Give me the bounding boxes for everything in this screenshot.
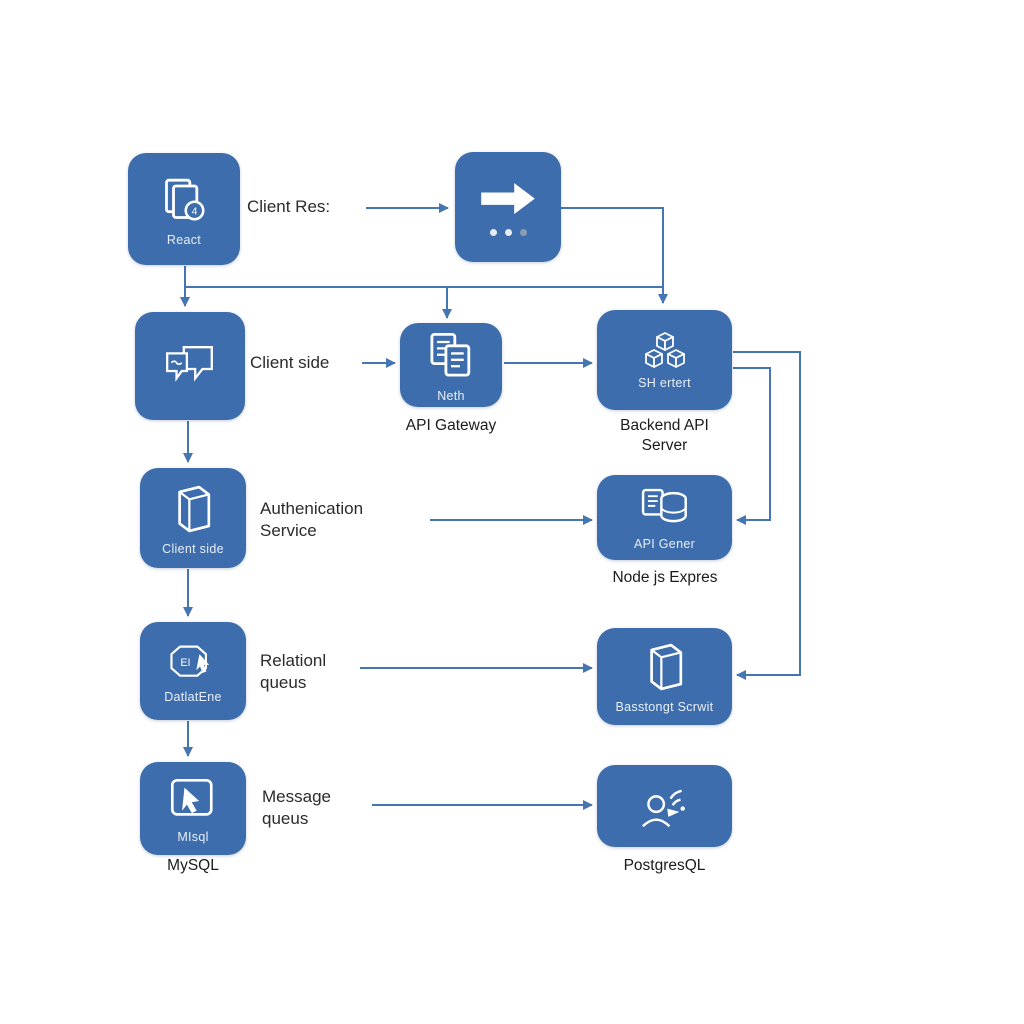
label-line: Client Res: <box>247 197 331 216</box>
label-line: Node js Expres <box>612 569 718 586</box>
node-label: React <box>166 232 202 247</box>
api-gateway-node: Neth <box>400 323 502 407</box>
chat-icon <box>162 342 218 390</box>
arrow-right-icon <box>475 178 541 219</box>
node-label: API Gener <box>633 537 696 552</box>
node-express-caption: Node js Expres <box>590 568 740 588</box>
postgres-node <box>597 765 732 847</box>
node-label: Client side <box>162 541 224 556</box>
auth-service-node: Client side <box>140 468 246 568</box>
database-node: EI DatlatEne <box>140 622 246 720</box>
db-docs-icon <box>637 484 693 533</box>
svg-text:4: 4 <box>192 205 198 217</box>
pointer-icon <box>165 773 221 824</box>
edge-nav-to-backend <box>561 207 668 304</box>
relational-queue-label: Relationl queus <box>260 650 326 694</box>
label-line: MySQL <box>167 857 219 874</box>
book-icon <box>637 639 693 695</box>
node-label: Neth <box>437 388 465 403</box>
backend-api-caption: Backend API Server <box>597 416 732 456</box>
stack-icon: 4 <box>156 172 212 228</box>
label-line: queus <box>262 809 309 829</box>
node-label: Basstongt Scrwit <box>615 700 714 714</box>
person-wifi-icon <box>634 782 696 831</box>
backend-api-node: SH ertert <box>597 310 732 410</box>
client-side-label: Client side <box>250 352 329 374</box>
label-line: Server <box>641 437 688 455</box>
message-queue-label: Message queus <box>262 786 331 830</box>
label-line: Backend API <box>620 417 709 434</box>
label-line: PostgresQL <box>623 857 706 874</box>
chat-node <box>135 312 245 420</box>
label-line: Authenication <box>260 499 364 518</box>
edge-backend-to-node-express <box>733 367 771 525</box>
label-line: Relationl <box>260 651 327 670</box>
node-label: DatlatEne <box>164 690 222 705</box>
node-express-node: API Gener <box>597 475 732 560</box>
nav-arrow-node <box>455 152 561 262</box>
mysql-caption: MySQL <box>140 856 246 876</box>
label-line: Client side <box>250 353 330 372</box>
label-line: API Gateway <box>405 417 497 434</box>
hex-icon: EI <box>165 638 221 685</box>
node-label: SH ertert <box>638 375 691 390</box>
edge-backend-to-storage <box>733 351 801 680</box>
client-res-label: Client Res: <box>247 196 330 218</box>
svg-text:EI: EI <box>180 657 190 669</box>
node-label: MIsql <box>177 829 209 844</box>
mysql-node: MIsql <box>140 762 246 855</box>
label-line: queus <box>260 673 307 693</box>
storage-node: Basstongt Scrwit <box>597 628 732 725</box>
postgres-caption: PostgresQL <box>597 856 732 876</box>
label-line: Service <box>260 521 317 541</box>
api-gateway-caption: API Gateway <box>386 416 516 436</box>
cubes-icon <box>639 331 691 371</box>
book-icon <box>165 481 221 537</box>
pagination-dots <box>489 228 527 236</box>
docs-icon <box>423 328 479 384</box>
label-line: Message <box>262 787 331 806</box>
